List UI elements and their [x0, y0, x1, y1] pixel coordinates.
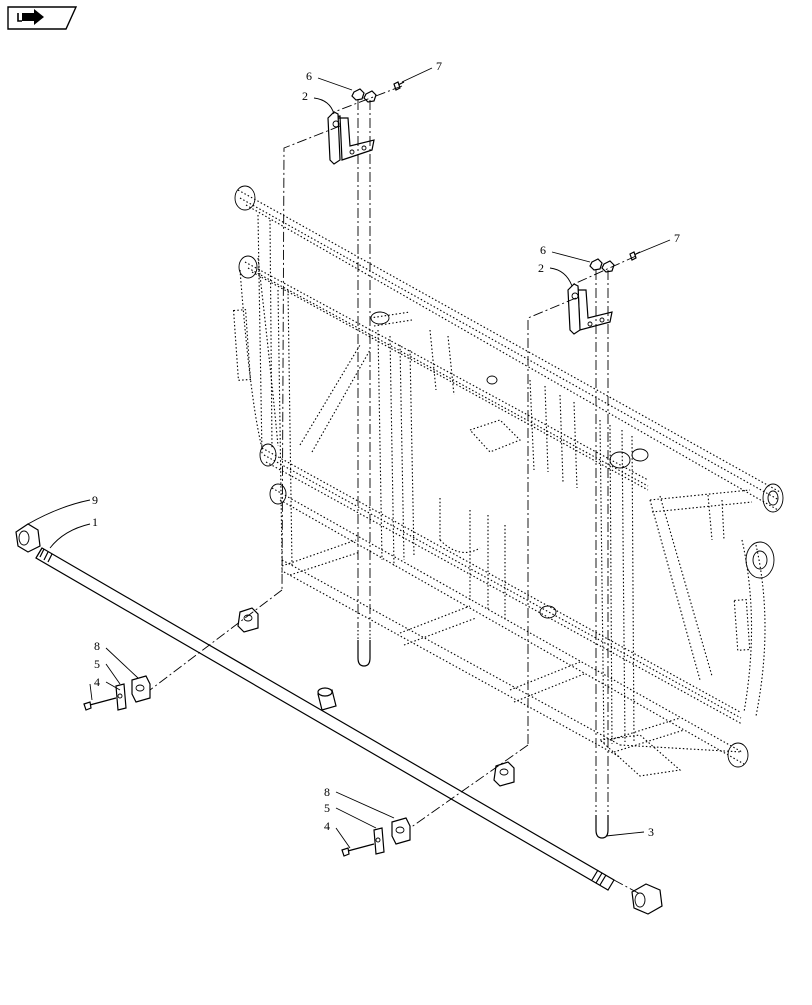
callout-6-top: 6	[306, 69, 312, 83]
callout-3: 3	[648, 825, 654, 839]
callout-7-top: 7	[436, 59, 442, 73]
arrow-right-icon	[7, 6, 78, 30]
next-page-button[interactable]	[6, 4, 78, 32]
callout-5-left: 5	[94, 657, 100, 671]
u-bolt-right	[595, 815, 609, 839]
spray-tube	[35, 547, 615, 891]
clamp-lower-right	[341, 817, 411, 857]
callout-7-mid: 7	[674, 231, 680, 245]
callout-9: 9	[92, 493, 98, 507]
callout-2-top: 2	[302, 89, 308, 103]
callout-labels: 6 2 7 6 2 7 9 1 8 5 4 8 5 4 3	[92, 59, 680, 839]
end-cap-left	[15, 523, 41, 553]
clamp-upper-left	[237, 607, 259, 633]
callout-8-right: 8	[324, 785, 330, 799]
callout-4-left: 4	[94, 675, 100, 689]
callout-4-right: 4	[324, 819, 330, 833]
top-mount-bracket	[327, 81, 405, 165]
callout-6-mid: 6	[540, 243, 546, 257]
end-cap-right	[631, 883, 663, 915]
clamp-lower-left	[83, 675, 151, 711]
boom-frame	[232, 185, 784, 777]
callout-2-mid: 2	[538, 261, 544, 275]
callout-5-right: 5	[324, 801, 330, 815]
u-bolt-left	[357, 630, 371, 667]
callout-1: 1	[92, 515, 98, 529]
leader-lines	[27, 67, 671, 849]
mid-mount-bracket	[567, 251, 641, 335]
clamp-upper-right	[493, 761, 515, 787]
callout-8-left: 8	[94, 639, 100, 653]
assembly-lines	[149, 85, 641, 895]
